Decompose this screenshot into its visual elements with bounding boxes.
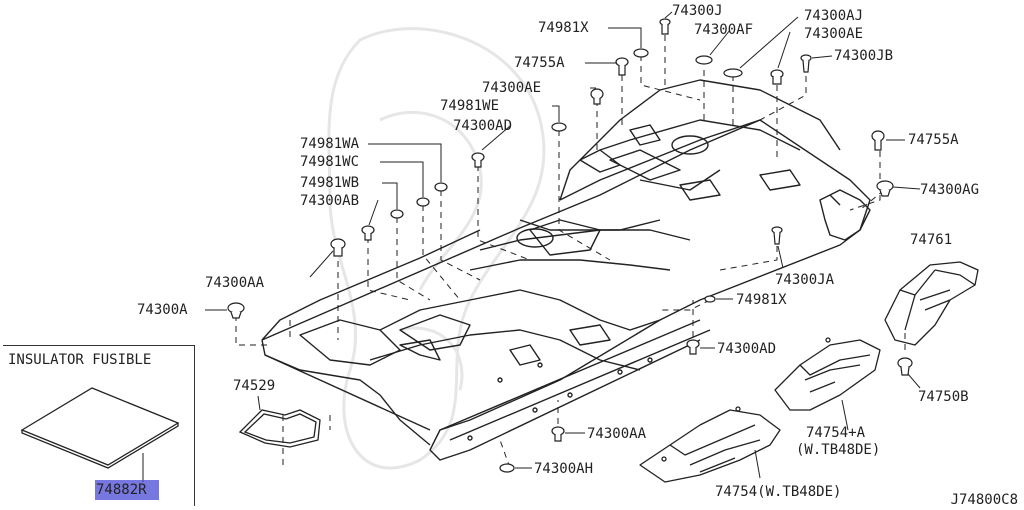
- screw-74300JB: [800, 54, 812, 73]
- insulator-74754-shape: [639, 406, 781, 483]
- clip-74300AB: [361, 225, 375, 241]
- pad-74300AH: [499, 463, 515, 473]
- label-74300J: 74300J: [672, 3, 723, 19]
- fasteners: [227, 18, 913, 473]
- label-74981WA: 74981WA: [300, 136, 360, 152]
- pad-74981WC: [416, 197, 430, 207]
- label-74529: 74529: [233, 378, 276, 394]
- label-74300AA-left: 74300AA: [205, 275, 265, 291]
- clip-74300AA-bottom: [551, 426, 565, 442]
- clip-74755A-top: [615, 57, 629, 76]
- label-74981WE: 74981WE: [440, 98, 500, 114]
- label-74300AH: 74300AH: [534, 461, 594, 477]
- label-74755A-right: 74755A: [908, 132, 959, 148]
- pad-74981WB: [390, 209, 404, 219]
- label-leaders: [142, 11, 921, 482]
- clip-74755A-right: [871, 130, 885, 151]
- clip-74300AE-top: [770, 69, 784, 85]
- main-floor-panel: [261, 79, 871, 461]
- label-74754: 74754(W.TB48DE): [715, 484, 842, 500]
- pad-74300AF: [695, 55, 713, 65]
- label-74300AE-mid: 74300AE: [482, 80, 542, 96]
- figure-code: J74800C8: [950, 492, 1018, 508]
- label-74300AD-top: 74300AD: [453, 118, 513, 134]
- bracket-74761-shape: [884, 261, 979, 346]
- pad-74981WE: [551, 122, 567, 132]
- pad-74981X-mid: [704, 295, 716, 303]
- label-74300AG: 74300AG: [920, 182, 980, 198]
- label-74750B: 74750B: [918, 389, 969, 405]
- label-74300AF: 74300AF: [694, 22, 754, 38]
- insulator-74529-shape: [238, 409, 321, 448]
- pad-74981X-top: [633, 48, 649, 58]
- label-74755A-top: 74755A: [514, 55, 565, 71]
- label-74300AE-top: 74300AE: [804, 26, 864, 42]
- label-74981X-mid: 74981X: [736, 292, 787, 308]
- insulator-74754A-shape: [774, 337, 881, 411]
- watermark-emblem: [327, 27, 546, 470]
- screw-74300JA: [771, 226, 783, 245]
- label-74761: 74761: [910, 232, 953, 248]
- label-74300JA: 74300JA: [775, 272, 835, 288]
- label-74300A: 74300A: [137, 302, 188, 318]
- clip-74300AG: [876, 180, 894, 197]
- label-74300AD-bottom: 74300AD: [717, 341, 777, 357]
- clip-74300AD-top: [471, 152, 485, 168]
- insulator-fusible-shape: [20, 387, 180, 469]
- clip-74300AA-left: [330, 238, 346, 257]
- pad-74300AJ: [723, 68, 743, 78]
- label-74300JB: 74300JB: [834, 48, 894, 64]
- clip-74750B: [897, 357, 913, 376]
- part-highlight[interactable]: [95, 480, 159, 500]
- label-74981WC: 74981WC: [300, 154, 360, 170]
- label-74981X-top: 74981X: [538, 20, 589, 36]
- label-74300AA-bottom: 74300AA: [587, 426, 647, 442]
- pad-74981WA: [434, 182, 448, 192]
- clip-74300AE-mid: [590, 88, 604, 105]
- inset-title: INSULATOR FUSIBLE: [8, 352, 152, 368]
- label-74882R[interactable]: 74882R: [96, 482, 147, 498]
- label-74754A-note: (W.TB48DE): [796, 442, 881, 458]
- clip-74300J: [659, 18, 671, 35]
- inset-box: [3, 345, 195, 506]
- label-74300AJ: 74300AJ: [804, 8, 864, 24]
- clip-74300AD-bottom: [686, 339, 700, 355]
- label-74981WB: 74981WB: [300, 175, 360, 191]
- label-74754A: 74754+A: [806, 425, 866, 441]
- clip-74300A: [227, 302, 245, 319]
- label-74300AB: 74300AB: [300, 193, 360, 209]
